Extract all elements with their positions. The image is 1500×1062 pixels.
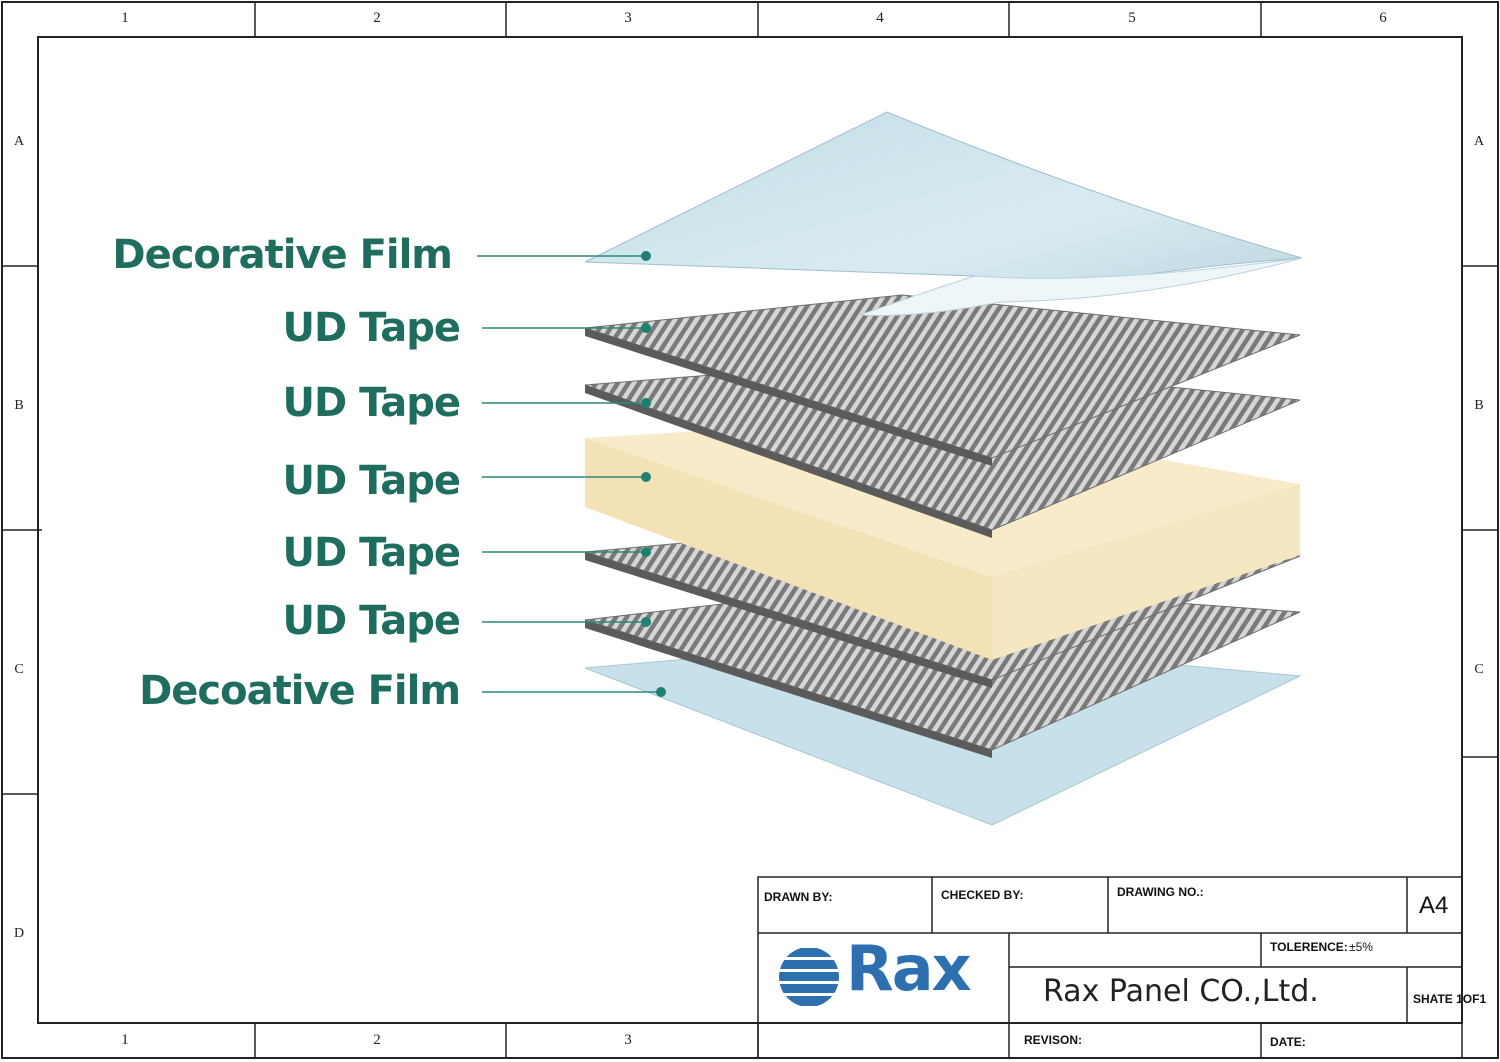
row-marker-right-c: C — [1474, 662, 1484, 677]
layer-label-ud-tape-2: UD Tape — [282, 380, 461, 426]
row-marker-a: A — [13, 134, 25, 149]
column-marker-bottom-1: 1 — [121, 1032, 129, 1048]
ud-tape-1 — [584, 294, 1301, 459]
column-marker-2: 2 — [373, 10, 381, 26]
row-marker-b: B — [14, 398, 24, 413]
drawn-by-label: DRAWN BY: — [764, 890, 833, 904]
column-marker-6: 6 — [1379, 10, 1387, 26]
row-marker-right-b: B — [1474, 398, 1484, 413]
column-marker-bottom-3: 3 — [624, 1032, 632, 1048]
rax-logo-text: Rax — [846, 932, 972, 1005]
date-label: DATE: — [1270, 1035, 1306, 1049]
layer-label-ud-tape-1: UD Tape — [282, 305, 461, 351]
paper-size: A4 — [1419, 892, 1449, 919]
revision-label: REVISON: — [1024, 1033, 1083, 1047]
layer-label-ud-tape-3: UD Tape — [282, 458, 461, 504]
sheet-label: SHATE 1OF1 — [1413, 992, 1487, 1006]
column-marker-5: 5 — [1128, 10, 1136, 26]
checked-by-label: CHECKED BY: — [941, 888, 1024, 902]
company-name: Rax Panel CO.,Ltd. — [1043, 974, 1319, 1009]
layer-label-decorative-film-bottom: Decoative Film — [139, 668, 461, 714]
rax-logo-mark — [779, 948, 839, 1006]
tolerance-label: TOLERENCE: — [1270, 940, 1348, 954]
layer-label-decorative-film-top: Decorative Film — [112, 232, 453, 278]
tolerance-value: ±5% — [1349, 940, 1373, 954]
column-marker-bottom-2: 2 — [373, 1032, 381, 1048]
layer-label-ud-tape-5: UD Tape — [282, 598, 461, 644]
row-marker-right-a: A — [1473, 134, 1485, 149]
row-marker-d: D — [13, 926, 25, 941]
row-marker-c: C — [14, 662, 24, 677]
column-marker-1: 1 — [121, 10, 129, 26]
column-marker-3: 3 — [624, 10, 632, 26]
drawing-no-label: DRAWING NO.: — [1117, 885, 1204, 899]
top-decorative-film — [584, 111, 1303, 316]
column-marker-4: 4 — [876, 10, 884, 26]
layer-label-ud-tape-4: UD Tape — [282, 530, 461, 576]
